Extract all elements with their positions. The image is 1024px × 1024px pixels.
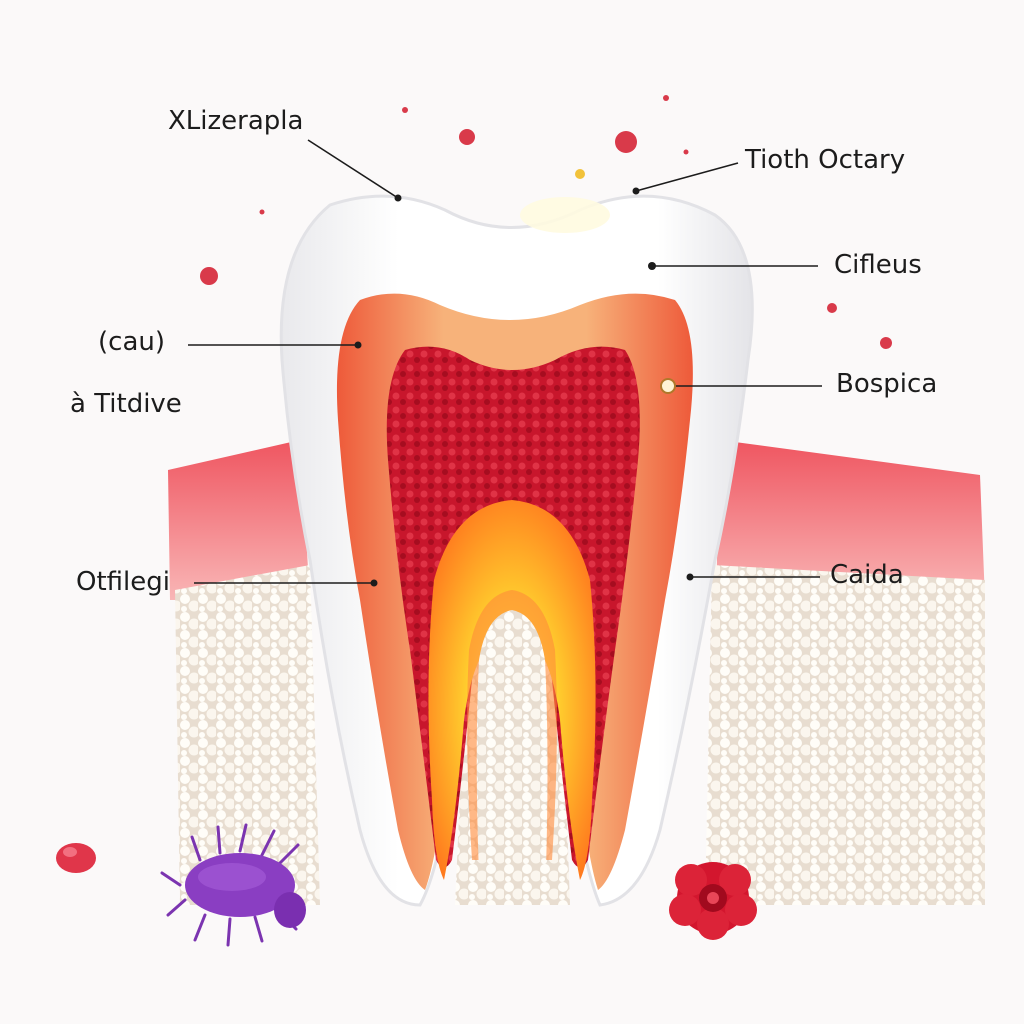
gum-tissue — [168, 440, 985, 600]
bacterium-icon — [160, 823, 306, 947]
leader-dots — [354, 187, 694, 587]
marker-ring — [660, 378, 676, 394]
nerve-glow — [428, 500, 596, 880]
red-droplet-icon — [56, 843, 96, 873]
label-right-upper: Cifleus — [834, 250, 922, 280]
floating-particles — [200, 95, 892, 349]
red-blood-cell-icon — [669, 862, 757, 940]
label-top-left: XLizerapla — [168, 106, 304, 136]
label-top-right: Tioth Octary — [745, 145, 906, 175]
label-left-upper: (cau) — [98, 327, 165, 357]
bone-tissue — [175, 565, 985, 905]
label-right-lower: Caida — [830, 560, 904, 590]
label-right-mid: Bospica — [836, 369, 938, 399]
label-left-sub: à Titdive — [70, 389, 182, 419]
label-left-lower: Otfilegi — [76, 567, 170, 597]
leader-lines — [188, 139, 822, 584]
